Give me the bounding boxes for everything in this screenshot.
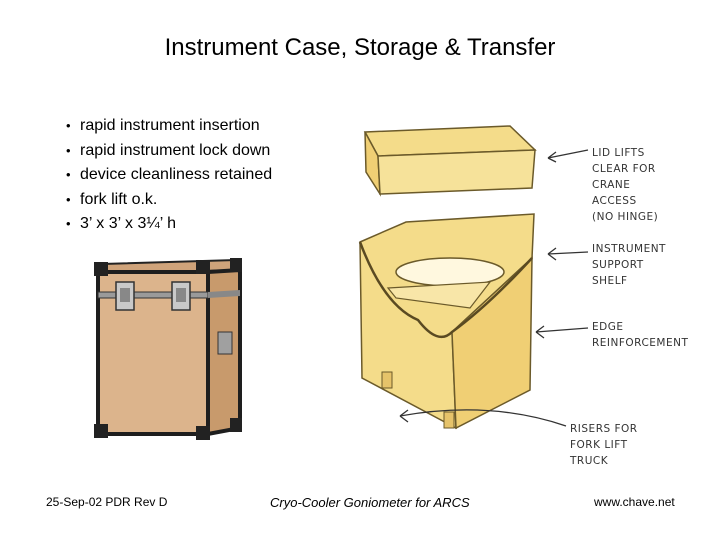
bullet-item: fork lift o.k. (66, 188, 272, 213)
bullet-item: rapid instrument lock down (66, 139, 272, 164)
footer-date: 25-Sep-02 PDR Rev D (46, 495, 168, 509)
latch-left-plate (120, 288, 130, 302)
annotation-edge: EDGE REINFORCEMENT (592, 321, 688, 349)
footer-project: Cryo-Cooler Goniometer for ARCS (270, 495, 470, 510)
case-design-sketch: LID LIFTS CLEAR FOR CRANE ACCESS (NO HIN… (358, 125, 688, 467)
sketch-edge-reinforcement (358, 241, 533, 339)
instrument-case-photo (94, 258, 242, 440)
corner-bracket-icon (196, 260, 210, 274)
sketch-riser (443, 411, 455, 429)
annotation-lid: LID LIFTS CLEAR FOR CRANE ACCESS (NO HIN… (592, 147, 660, 223)
annotation-shelf: INSTRUMENT SUPPORT SHELF (592, 243, 670, 287)
footer-website: www.chave.net (594, 495, 675, 509)
bullet-item: 3’ x 3’ x 3¼’ h (66, 212, 272, 237)
bullet-item: device cleanliness retained (66, 163, 272, 188)
corner-bracket-icon (230, 418, 242, 432)
corner-bracket-icon (94, 262, 108, 276)
sketch-shelf (386, 281, 492, 309)
sketch-riser (381, 371, 393, 389)
lid-seam-side (208, 290, 240, 298)
bullet-item: rapid instrument insertion (66, 114, 272, 139)
sketch-lid-front (377, 149, 536, 195)
corner-bracket-icon (196, 426, 210, 440)
side-handle-icon (217, 331, 233, 355)
annotation-risers: RISERS FOR FORK LIFT TRUCK (569, 423, 641, 467)
arrow-icon (535, 325, 589, 339)
corner-bracket-icon (230, 258, 242, 272)
bullet-list: rapid instrument insertion rapid instrum… (66, 114, 272, 237)
lid-seam (97, 291, 209, 299)
slide-title: Instrument Case, Storage & Transfer (164, 34, 556, 61)
arrow-icon (399, 409, 567, 427)
arrow-icon (547, 149, 589, 163)
latch-right-plate (176, 288, 186, 302)
arrow-icon (547, 247, 589, 261)
corner-bracket-icon (94, 424, 108, 438)
sketch-body-side (451, 256, 533, 430)
